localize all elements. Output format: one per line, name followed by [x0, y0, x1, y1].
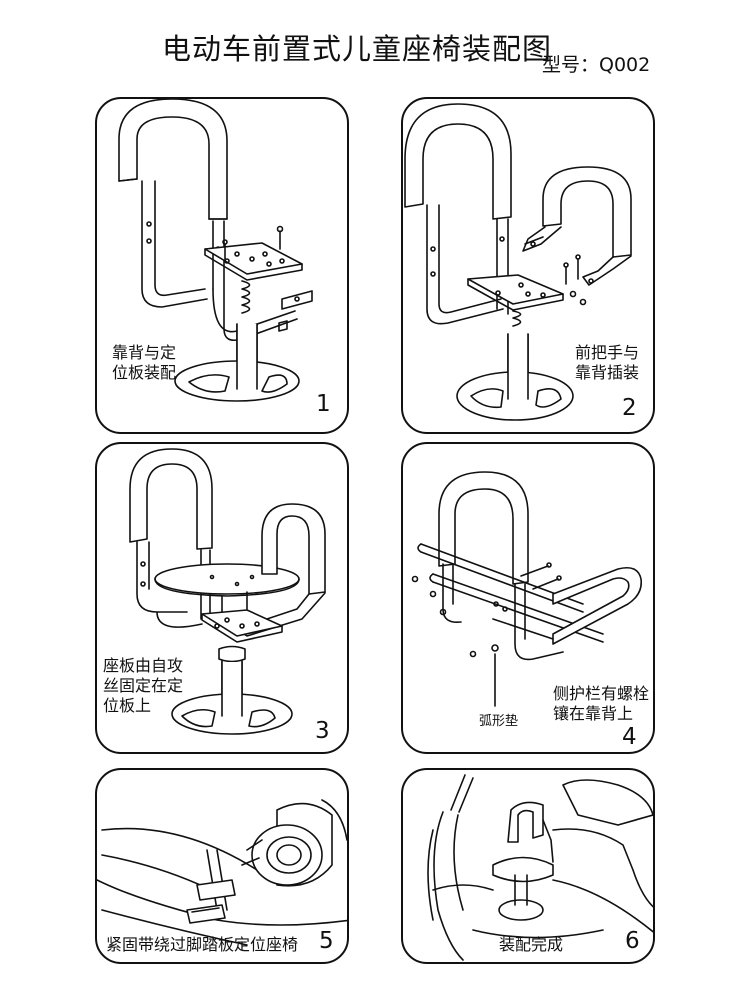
model-number: 型号：Q002	[542, 54, 651, 76]
step-1-panel: 靠背与定 位板装配 1	[95, 97, 349, 434]
step-6-panel: 装配完成 6	[401, 768, 655, 964]
step-6-number: 6	[625, 928, 640, 954]
step-3-number: 3	[315, 718, 330, 744]
step-4-caption: 侧护栏有螺栓 镶在靠背上	[553, 684, 650, 723]
step-2-illustration	[404, 103, 632, 421]
step-3-illustration	[129, 448, 326, 735]
step-2-caption: 前把手与 靠背插装	[575, 343, 640, 382]
step-1-number: 1	[316, 391, 331, 417]
step-5-caption: 紧固带绕过脚踏板定位座椅	[106, 935, 299, 954]
page-title: 电动车前置式儿童座椅装配图	[162, 32, 553, 66]
step-6-caption: 装配完成	[499, 935, 564, 954]
step-1-illustration	[118, 99, 313, 402]
step-4-annotation: 弧形垫	[479, 714, 519, 729]
step-5-illustration	[97, 799, 347, 946]
step-2-panel: 前把手与 靠背插装 2	[401, 97, 655, 434]
step-4-panel: 弧形垫 侧护栏有螺栓 镶在靠背上 4	[401, 442, 655, 754]
step-5-number: 5	[319, 928, 334, 954]
step-2-number: 2	[622, 395, 637, 421]
step-5-panel: 紧固带绕过脚踏板定位座椅 5	[95, 768, 349, 964]
step-4-illustration	[411, 471, 643, 707]
step-3-caption: 座板由自攻 丝固定在定 位板上	[103, 656, 184, 715]
step-1-caption: 靠背与定 位板装配	[112, 343, 177, 382]
step-3-panel: 座板由自攻 丝固定在定 位板上 3	[95, 442, 349, 754]
step-4-number: 4	[622, 724, 637, 750]
step-6-illustration	[427, 774, 653, 961]
